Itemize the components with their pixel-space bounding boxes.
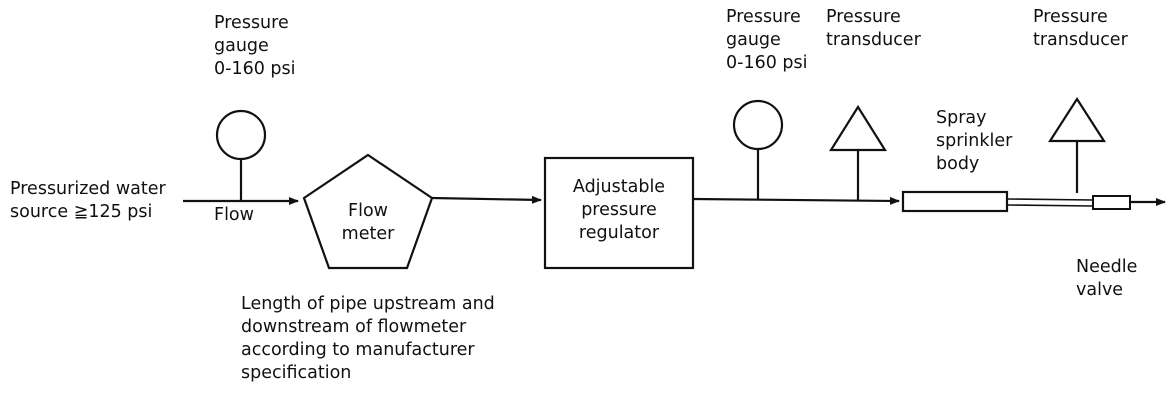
needle-valve-line2: valve <box>1076 280 1124 300</box>
regulator-label: Adjustable pressure regulator <box>550 176 688 245</box>
spray-sprinkler-body <box>901 190 1009 213</box>
gauge-1-line1: Pressure <box>214 13 289 33</box>
regulator-line3: regulator <box>578 223 660 243</box>
needle-valve-line1: Needle <box>1076 257 1138 277</box>
pressure-gauge-1-icon <box>215 109 267 161</box>
pressure-regulator-box <box>543 156 695 270</box>
flow-meter-label: Flow meter <box>328 200 408 246</box>
gauge-2-line3: 0-160 psi <box>726 53 808 73</box>
source-label-line1: Pressurized water <box>10 179 166 199</box>
source-label: Pressurized water source ≧125 psi <box>10 178 166 224</box>
flow-label: Flow <box>214 204 254 227</box>
pipe-regulator-to-sprinkler <box>692 196 900 205</box>
flow-meter-line2: meter <box>341 224 395 244</box>
pipe-note-line1: Length of pipe upstream and <box>241 294 495 314</box>
pipe-note: Length of pipe upstream and downstream o… <box>241 293 495 385</box>
gauge-2-line2: gauge <box>726 30 781 50</box>
gauge-1-line2: gauge <box>214 36 269 56</box>
pressure-gauge-1-label: Pressure gauge 0-160 psi <box>214 12 296 81</box>
sprinkler-line3: body <box>936 154 980 174</box>
pipe-note-line3: according to manufacturer <box>241 340 475 360</box>
pressure-gauge-2-label: Pressure gauge 0-160 psi <box>726 6 808 75</box>
flow-label-text: Flow <box>214 205 254 225</box>
regulator-line2: pressure <box>581 200 657 220</box>
pipe-note-line4: specification <box>241 363 352 383</box>
transducer-2-line2: transducer <box>1033 30 1128 50</box>
gauge-2-line1: Pressure <box>726 7 801 27</box>
sprinkler-label: Spray sprinkler body <box>936 107 1012 176</box>
transducer-2-line1: Pressure <box>1033 7 1108 27</box>
needle-valve-body <box>1092 195 1131 210</box>
pressure-transducer-2-label: Pressure transducer <box>1033 6 1128 52</box>
regulator-line1: Adjustable <box>572 177 666 197</box>
tube-upper <box>1006 198 1094 201</box>
flow-meter-line1: Flow <box>348 201 388 221</box>
tube-lower <box>1006 204 1094 207</box>
transducer-1-line2: transducer <box>826 30 921 50</box>
needle-valve-label: Needle valve <box>1076 256 1137 302</box>
sprinkler-line1: Spray <box>936 108 987 128</box>
pressure-gauge-2-icon <box>732 99 784 151</box>
pressure-transducer-1-label: Pressure transducer <box>826 6 921 52</box>
pipe-meter-to-regulator <box>431 195 542 204</box>
gauge-1-line3: 0-160 psi <box>214 59 296 79</box>
pipe-note-line2: downstream of flowmeter <box>241 317 467 337</box>
pressure-transducer-2-icon <box>1047 96 1107 143</box>
flow-meter-shape <box>302 153 434 270</box>
source-label-line2: source ≧125 psi <box>10 202 153 222</box>
sprinkler-line2: sprinkler <box>936 131 1013 151</box>
transducer-1-line1: Pressure <box>826 7 901 27</box>
pressure-transducer-1-icon <box>829 104 887 152</box>
